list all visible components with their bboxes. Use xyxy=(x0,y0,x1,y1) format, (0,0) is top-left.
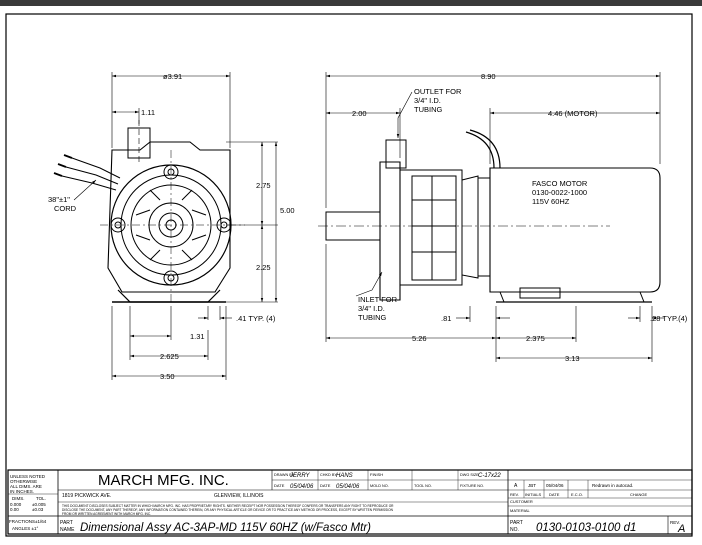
rev-h-initials: INITIALS xyxy=(525,492,542,497)
top-bar xyxy=(0,0,702,6)
tb-disclaimer-3: FROM OR WRITTEN AGREEMENT WITH MARCH MFG… xyxy=(62,512,151,516)
rev-h-eco: E.C.O. xyxy=(571,492,583,497)
tb-date-2: 05/04/06 xyxy=(336,484,360,490)
side-view xyxy=(318,129,661,303)
dim-3-13: 3.13 xyxy=(565,354,580,363)
dim-81: .81 xyxy=(441,314,451,323)
note-inlet-3: TUBING xyxy=(358,313,387,322)
note-cord-1: 38"±1" xyxy=(48,195,70,204)
tb-part-name-label-2: NAME xyxy=(60,527,75,533)
rev-h-rev: REV. xyxy=(510,492,519,497)
tb-mold-label: MOLD NO. xyxy=(370,484,389,488)
side-dims xyxy=(325,72,664,362)
rev-entry-initials: JBT xyxy=(528,483,536,488)
dim-4-46: 4.46 (MOTOR) xyxy=(548,109,598,118)
title-block-text: UNLESS NOTED OTHERWISE ALL DIMS. ARE IN … xyxy=(9,472,685,535)
front-dims xyxy=(73,72,278,380)
tb-chkd-label: CHKD BY xyxy=(320,473,337,477)
dim-1-11: 1.11 xyxy=(141,108,155,117)
tb-drawn: JERRY xyxy=(289,473,310,479)
dim-2-375: 2.375 xyxy=(526,334,545,343)
rev-entry-date: 05/04/06 xyxy=(546,483,564,488)
dim-2-625: 2.625 xyxy=(160,352,179,361)
title-block xyxy=(7,469,693,535)
dim-diameter: ø3.91 xyxy=(163,72,182,81)
tb-dims-label: DIMS. xyxy=(12,496,25,501)
tb-dwg-size-label: DWG SIZE xyxy=(460,473,479,477)
tb-unless-2: OTHERWISE xyxy=(10,479,37,484)
tb-company: MARCH MFG. INC. xyxy=(98,472,229,489)
tb-city: GLENVIEW, ILLINOIS xyxy=(214,493,264,499)
tb-date-label-1: DATE xyxy=(274,483,285,488)
dim-8-90: 8.90 xyxy=(481,72,496,81)
tb-date-label-2: DATE xyxy=(320,483,331,488)
tb-part-no-label-2: NO. xyxy=(510,527,519,533)
tb-date-1: 05/04/06 xyxy=(290,484,314,490)
front-view xyxy=(53,120,245,305)
dim-1-31: 1.31 xyxy=(190,332,205,341)
tb-fractions: FRACTIONS±1/64 xyxy=(9,519,47,524)
dim-5-26: 5.26 xyxy=(412,334,427,343)
tb-material-label: MATERIAL xyxy=(510,508,530,513)
tb-rev: A xyxy=(677,523,685,535)
note-inlet-2: 3/4" I.D. xyxy=(358,304,385,313)
note-cord-2: CORD xyxy=(54,204,77,213)
note-motor-3: 115V 60HZ xyxy=(532,197,570,206)
rev-h-change: CHANGE xyxy=(630,492,647,497)
tb-part-no: 0130-0103-0100 d1 xyxy=(536,522,636,534)
note-outlet-3: TUBING xyxy=(414,105,443,114)
note-motor-1: FASCO MOTOR xyxy=(532,179,588,188)
tb-tool-label: TOOL NO. xyxy=(414,484,432,488)
tb-rev-label: REV. xyxy=(670,520,680,525)
tb-tol1a: 0.000 xyxy=(10,502,22,507)
tb-unless-1: UNLESS NOTED xyxy=(10,474,46,479)
rev-entry-change: Redrawn in autocad. xyxy=(592,483,633,488)
dim-5-00: 5.00 xyxy=(280,206,295,215)
tb-tol2a: 0.00 xyxy=(10,507,19,512)
tb-fixture-label: FIXTURE NO. xyxy=(460,484,484,488)
tb-chkd: HANS xyxy=(336,473,353,479)
dim-3-50: 3.50 xyxy=(160,372,175,381)
dim-2-75: 2.75 xyxy=(256,181,271,190)
tb-dwg-size: C-17x22 xyxy=(478,473,501,479)
front-dim-text: ø3.91 1.11 2.75 5.00 2.25 .41 TYP. (4) 1… xyxy=(48,72,295,381)
note-outlet-2: 3/4" I.D. xyxy=(414,96,441,105)
rev-h-date: DATE xyxy=(549,492,560,497)
note-motor-2: 0130-0022-1000 xyxy=(532,188,587,197)
side-dim-text: 8.90 2.00 4.46 (MOTOR) OUTLET FOR 3/4" I… xyxy=(352,72,688,363)
dim-41-typ: .41 TYP. (4) xyxy=(236,314,276,323)
tb-tol1b: ±0.005 xyxy=(32,502,46,507)
tb-disclaimer-1: THIS DOCUMENT DISCLOSES SUBJECT MATTER I… xyxy=(62,504,394,508)
tb-part-name: Dimensional Assy AC-3AP-MD 115V 60HZ (w/… xyxy=(80,522,371,534)
note-outlet-1: OUTLET FOR xyxy=(414,87,462,96)
tb-unless-4: IN INCHES. xyxy=(10,489,34,494)
note-inlet-1: INLET FOR xyxy=(358,295,398,304)
tb-disclaimer-2: DISCLOSE THE DOCUMENT, ANY PART THEREOF,… xyxy=(62,508,394,512)
tb-tol-label: TOL. xyxy=(36,496,46,501)
sheet-border xyxy=(5,13,693,537)
tb-unless-3: ALL DIMS. ARE xyxy=(10,484,42,489)
tb-drawn-label: DRAWN BY xyxy=(274,473,295,477)
tb-part-name-label-1: PART xyxy=(60,520,73,526)
tb-customer-label: CUSTOMER xyxy=(510,499,533,504)
tb-part-no-label-1: PART xyxy=(510,520,523,526)
tb-angles: ANGLES ±1° xyxy=(12,526,38,531)
dim-2-25: 2.25 xyxy=(256,263,271,272)
rev-entry-rev: A xyxy=(514,483,518,489)
tb-tol2b: ±0.03 xyxy=(32,507,44,512)
dim-2-00: 2.00 xyxy=(352,109,367,118)
tb-finish-label: FINISH xyxy=(370,472,383,477)
dim-28-typ: .28 TYP.(4) xyxy=(650,314,688,323)
tb-address: 1819 PICKWICK AVE. xyxy=(62,493,111,499)
